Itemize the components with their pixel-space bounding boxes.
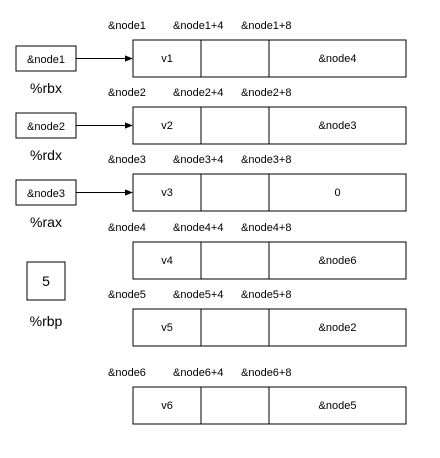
address-label: &node6+8 [241, 367, 291, 379]
node-value: v4 [161, 255, 173, 267]
address-label: &node1+8 [241, 20, 291, 32]
pointer-label: &node3 [27, 188, 65, 200]
node-next-pointer: &node6 [319, 255, 357, 267]
address-label: &node5+8 [241, 289, 291, 301]
address-label: &node6+4 [173, 367, 223, 379]
register-name: %rdx [30, 147, 62, 163]
pointer-label: &node1 [27, 54, 65, 66]
address-label: &node2+4 [173, 87, 223, 99]
address-label: &node5 [108, 289, 146, 301]
node-value: v6 [161, 400, 173, 412]
node-next-pointer: &node4 [319, 53, 357, 65]
node-next-pointer: &node2 [319, 322, 357, 334]
node-value: v2 [161, 120, 173, 132]
pointer-box [15, 179, 77, 206]
standalone-register: 5 %rbp [26, 261, 66, 329]
node-value: v5 [161, 322, 173, 334]
node-row-6: &node6&node6+4&node6+8 v6&node5 [108, 367, 407, 425]
address-label: &node2+8 [241, 87, 291, 99]
address-label: &node1 [108, 20, 146, 32]
address-label: &node3 [108, 154, 146, 166]
node-row-4: &node4&node4+4&node4+8 v4&node6 [108, 222, 407, 280]
address-label: &node1+4 [173, 20, 223, 32]
register-name: %rbp [30, 313, 63, 329]
node-row-5: &node5&node5+4&node5+8 v5&node2 [108, 289, 407, 347]
node-next-pointer: 0 [334, 187, 340, 199]
register-name: %rax [30, 214, 62, 230]
address-label: &node4+4 [173, 222, 223, 234]
address-label: &node3+4 [173, 154, 223, 166]
address-label: &node6 [108, 367, 146, 379]
address-label: &node3+8 [241, 154, 291, 166]
node-row-1: &node1&node1+4&node1+8 v1&node4&node1 %rbx [15, 20, 407, 96]
node-value: v3 [161, 187, 173, 199]
address-label: &node4 [108, 222, 146, 234]
node-value: v1 [161, 53, 173, 65]
register-name: %rbx [30, 80, 62, 96]
register-value-box [26, 261, 66, 301]
node-row-3: &node3&node3+4&node3+8 v3 0&node3 %rax [15, 154, 407, 230]
address-label: &node5+4 [173, 289, 223, 301]
node-next-pointer: &node3 [319, 120, 357, 132]
address-label: &node4+8 [241, 222, 291, 234]
register-value: 5 [42, 273, 50, 289]
pointer-label: &node2 [27, 121, 65, 133]
node-next-pointer: &node5 [319, 400, 357, 412]
address-label: &node2 [108, 87, 146, 99]
node-row-2: &node2&node2+4&node2+8 v2&node3&node2 %rdx [15, 87, 407, 163]
